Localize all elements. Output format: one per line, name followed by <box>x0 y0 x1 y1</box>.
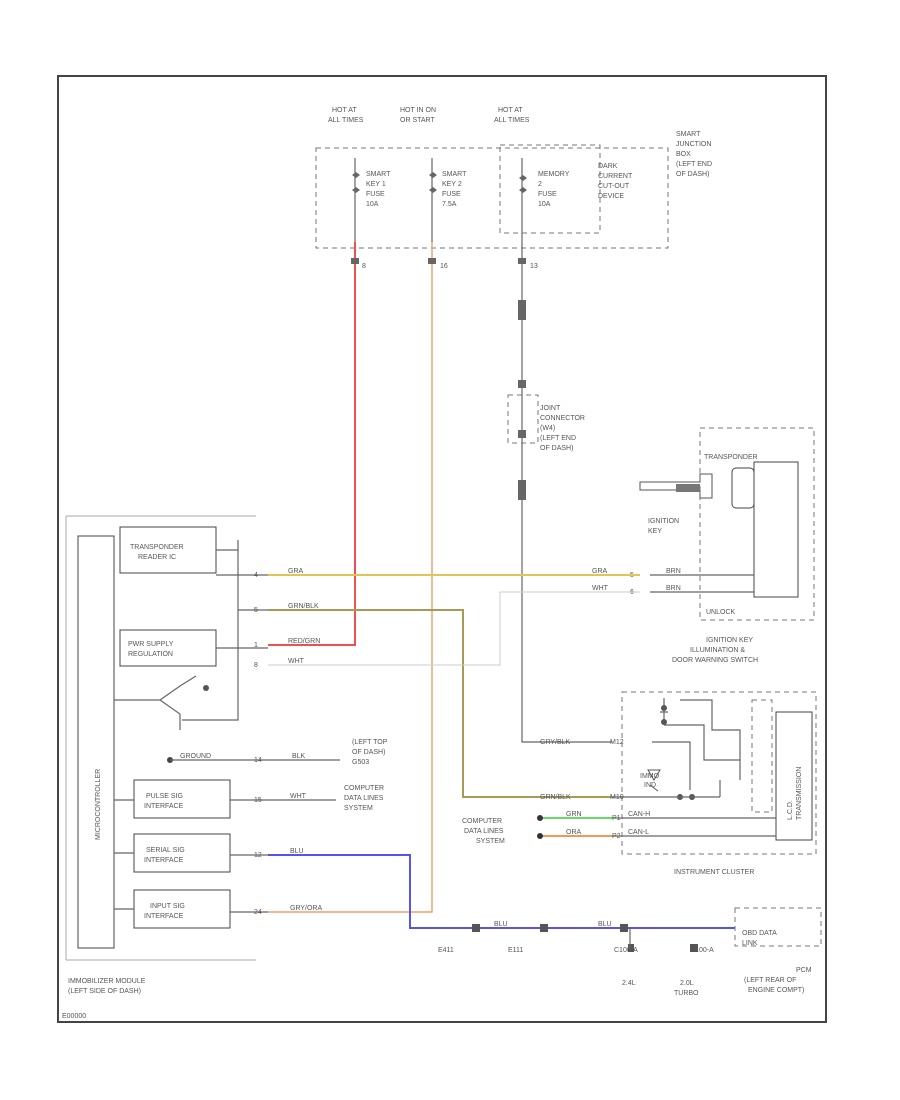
variant-2-4l: 2.4L <box>622 980 636 987</box>
label-grn-blk: GRN/BLK <box>288 603 319 610</box>
can-h-label: CAN-H <box>628 811 650 818</box>
can-l-label: CAN-L <box>628 829 649 836</box>
diagram-frame <box>57 75 827 1023</box>
immobilizer-pin-15: 15 <box>254 797 262 804</box>
fuse-2-icon <box>429 172 437 193</box>
immobilizer-pin-1: 1 <box>254 642 258 649</box>
connector-e411: E411 <box>438 947 454 954</box>
label-blk: BLK <box>292 753 306 760</box>
diagram-id: E00000 <box>62 1013 86 1020</box>
dark-current-cutout-device <box>499 144 601 234</box>
ignition-key-icon <box>639 473 713 499</box>
ground-label: GROUND <box>180 753 211 760</box>
label-wht-pulse: WHT <box>290 793 307 800</box>
wire-wht <box>268 591 640 666</box>
connector-c100-a: C100-A <box>614 947 638 954</box>
label-wht-2: WHT <box>592 585 609 592</box>
fuse-1-icon <box>352 172 360 193</box>
label-wht: WHT <box>288 658 305 665</box>
joint-connector <box>507 394 539 444</box>
ignition-switch-box <box>699 427 815 621</box>
conn-label-1: 8 <box>362 263 366 270</box>
smart-junction-box <box>315 147 669 249</box>
transistor-icon <box>114 675 197 730</box>
microcontroller-label: MICROCONTROLLER <box>95 769 102 840</box>
pulse-signal-interface <box>133 779 231 819</box>
lcd-transmission <box>775 711 813 841</box>
cluster-inner <box>751 699 773 813</box>
transponder-coil <box>731 467 755 509</box>
instrument-cluster-label: INSTRUMENT CLUSTER <box>674 869 754 876</box>
label-blu-2: BLU <box>494 921 508 928</box>
wire-gry-ora <box>268 242 433 913</box>
transponder-label: TRANSPONDER <box>704 454 758 461</box>
power-supply-regulation <box>119 629 217 667</box>
label-grn-blk-2: GRN/BLK <box>540 794 571 801</box>
conn-label-3: 13 <box>530 263 538 270</box>
immobilizer-label: IMMOBILIZER MODULE(LEFT SIDE OF DASH) <box>68 978 146 995</box>
label-gry-blk: GRY/BLK <box>540 739 571 746</box>
wire-blu <box>268 854 735 929</box>
label-grn: GRN <box>566 811 582 818</box>
wire-grn-blk <box>268 609 612 798</box>
wire-gry-blk <box>521 242 612 743</box>
label-ora: ORA <box>566 829 582 836</box>
immobilizer-pin-24: 24 <box>254 909 262 916</box>
instrument-cluster <box>621 691 817 855</box>
immobilizer-pin-5: 5 <box>254 607 258 614</box>
immobilizer-pin-8: 8 <box>254 662 258 669</box>
svg-text:BRN: BRN <box>666 585 681 592</box>
wire-red-grn <box>268 242 356 646</box>
microcontroller <box>77 535 115 949</box>
immobilizer-pin-12: 12 <box>254 852 262 859</box>
conn-label-2: 16 <box>440 263 448 270</box>
label-gra-2: GRA <box>592 568 608 575</box>
label-blu-3: BLU <box>598 921 612 928</box>
svg-text:BRN: BRN <box>666 568 681 575</box>
unlock-label: UNLOCK <box>706 609 736 616</box>
lcd-label: L.C.D.TRANSMISSION <box>787 767 803 820</box>
fuse-3-icon <box>519 175 527 193</box>
label-gry-ora: GRY/ORA <box>290 905 322 912</box>
connector-c100-a-2: C100-A <box>690 947 714 954</box>
label-blu: BLU <box>290 848 304 855</box>
immobilizer-pin-4: 4 <box>254 572 258 579</box>
cluster-pin-m12: M12 <box>610 739 624 746</box>
connector-e111: E111 <box>508 947 523 954</box>
obd-data-link <box>734 907 822 947</box>
unlock-switch <box>753 461 799 598</box>
cluster-pin-m10: M10 <box>610 794 624 801</box>
label-red-grn: RED/GRN <box>288 638 320 645</box>
label-gra: GRA <box>288 568 304 575</box>
